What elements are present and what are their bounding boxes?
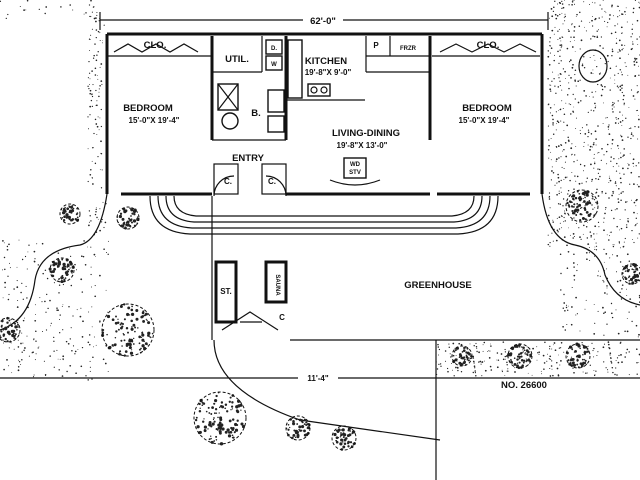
overall-dimension-line — [99, 12, 549, 30]
washer-label: W — [271, 62, 277, 68]
overall-dimension-label: 62'-0" — [310, 16, 336, 27]
shrub — [101, 303, 155, 357]
shrub — [331, 425, 357, 451]
berm-outline — [0, 49, 640, 331]
living-dining-size-label: 19'-8"X 13'-0" — [337, 141, 388, 150]
greenhouse-closet-label: C — [279, 313, 285, 322]
shrub — [116, 206, 140, 230]
stove-label-bottom: STV — [349, 170, 361, 176]
bedroom-right-label: BEDROOM — [462, 103, 512, 114]
shrub — [451, 345, 473, 367]
shrub — [193, 391, 247, 446]
greenhouse-dimension-line — [298, 370, 338, 384]
shrub — [507, 343, 533, 370]
greenhouse-label: GREENHOUSE — [404, 280, 472, 291]
greenhouse-structure — [0, 196, 640, 480]
closet-left-label: CLO. — [144, 40, 167, 51]
shrub — [285, 415, 311, 441]
shrub — [48, 257, 75, 284]
entry-label: ENTRY — [232, 153, 265, 164]
shrub — [565, 189, 599, 223]
shrub — [565, 342, 591, 369]
bath-label: B. — [251, 108, 261, 119]
greenhouse-dimension-label: 11'-4" — [307, 374, 328, 383]
house-walls — [103, 30, 546, 197]
bedroom-left-label: BEDROOM — [123, 103, 173, 114]
entry-closet-left-label: C. — [224, 177, 232, 186]
living-dining-label: LIVING-DINING — [332, 128, 400, 139]
entry-closet-right-label: C. — [268, 177, 276, 186]
bedroom-right-size-label: 15'-0"X 19'-4" — [459, 116, 510, 125]
bedroom-left-size-label: 15'-0"X 19'-4" — [129, 116, 180, 125]
shrub — [59, 203, 81, 225]
dryer-label: D. — [271, 46, 277, 52]
utility-label: UTIL. — [225, 54, 249, 65]
plan-number-label: NO. 26600 — [501, 380, 547, 391]
sauna-label: SAUNA — [274, 274, 280, 296]
shrub — [0, 316, 21, 343]
shrub — [621, 263, 640, 285]
freezer-label: FRZR — [400, 46, 417, 52]
kitchen-size-label: 19'-8"X 9'-0" — [305, 68, 352, 77]
pantry-label: P — [373, 41, 379, 50]
kitchen-label: KITCHEN — [305, 56, 347, 67]
entry-steps — [149, 195, 499, 235]
stove-label-top: WD — [350, 162, 361, 168]
landscape-shrubs — [0, 189, 640, 451]
closet-right-label: CLO. — [477, 40, 500, 51]
storage-label: ST. — [220, 287, 232, 296]
